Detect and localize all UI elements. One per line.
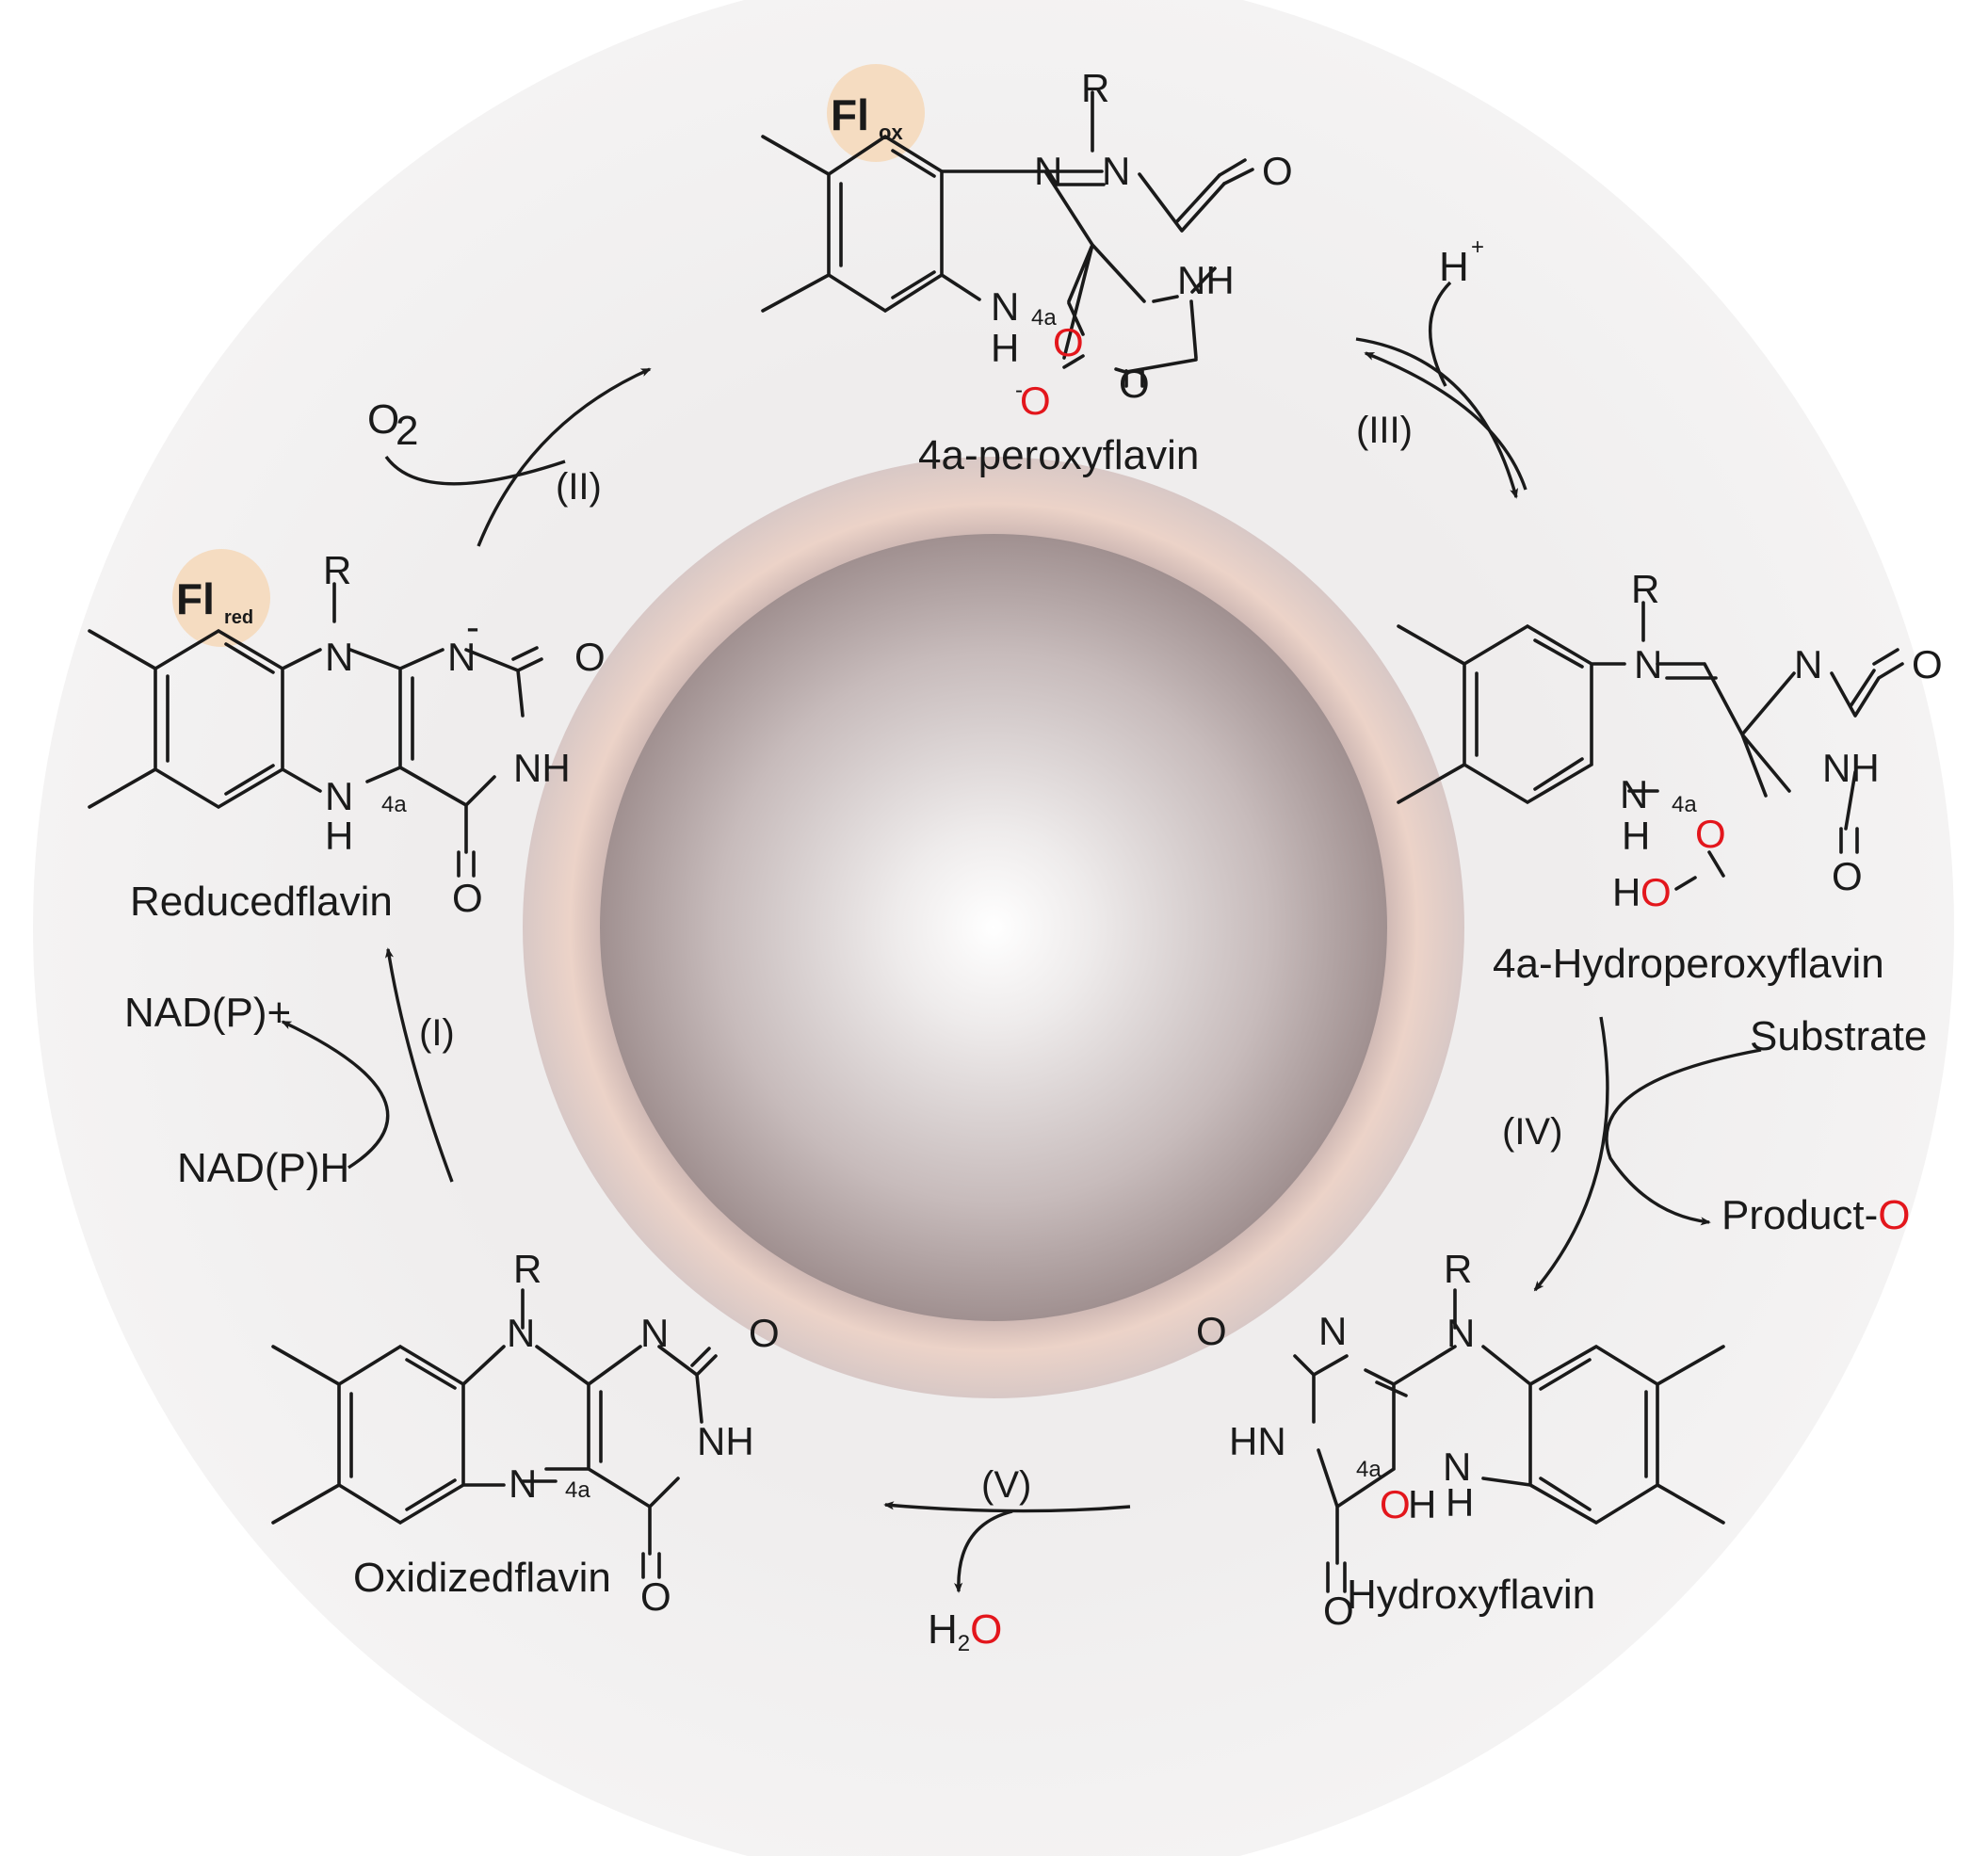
svg-text:4a: 4a	[1356, 1457, 1382, 1482]
label-4a-hydroperoxyflavin: 4a-Hydroperoxyflavin	[1493, 941, 1884, 987]
step-v-arrows	[883, 1501, 1131, 1593]
label-o2: O	[367, 396, 399, 443]
svg-text:R: R	[1444, 1247, 1472, 1291]
svg-text:H: H	[1622, 814, 1650, 858]
svg-text:H: H	[991, 326, 1019, 370]
structure-hydroxyflavin: N N O HN O N H R 4a O H	[1196, 1247, 1725, 1633]
svg-text:R: R	[323, 548, 351, 592]
svg-text:O: O	[574, 635, 606, 679]
step-ii-arrows	[384, 367, 652, 547]
label-4a-peroxyflavin: 4a-peroxyflavin	[918, 432, 1199, 478]
label-oxidized-flavin: Oxidizedflavin	[353, 1555, 611, 1601]
label-step-i: (I)	[419, 1012, 455, 1054]
svg-text:O: O	[1912, 642, 1943, 686]
svg-text:4a: 4a	[565, 1477, 590, 1503]
svg-text:HN: HN	[1229, 1419, 1286, 1463]
svg-text:Fl: Fl	[176, 574, 215, 623]
svg-text:O: O	[749, 1311, 780, 1355]
label-h-plus: H	[1439, 244, 1469, 290]
svg-text:N: N	[325, 635, 353, 679]
svg-text:H: H	[1446, 1480, 1474, 1525]
svg-text:N: N	[507, 1311, 535, 1355]
svg-text:4a: 4a	[381, 792, 407, 817]
svg-text:Fl: Fl	[831, 90, 869, 139]
svg-text:O: O	[1695, 812, 1726, 856]
svg-text:N: N	[1443, 1444, 1471, 1489]
badge-fl-ox: Fl ox	[827, 64, 925, 162]
svg-text:H: H	[1612, 870, 1641, 914]
label-o2-subscript: 2	[396, 408, 418, 454]
svg-text:4a: 4a	[1031, 305, 1057, 331]
step-iv-arrows	[1533, 1016, 1762, 1292]
svg-text:N: N	[1318, 1309, 1347, 1353]
svg-text:-: -	[1015, 378, 1023, 403]
svg-text:O: O	[1380, 1482, 1411, 1526]
label-step-iv: (IV)	[1502, 1111, 1562, 1153]
step-i-arrows	[281, 947, 454, 1183]
svg-text:O: O	[1020, 379, 1051, 423]
svg-text:N: N	[991, 284, 1019, 329]
svg-text:O: O	[1832, 854, 1863, 898]
svg-text:NH: NH	[697, 1419, 754, 1463]
svg-text:N: N	[640, 1311, 669, 1355]
structure-reduced-flavin: N N - O NH O N H R 4a	[88, 548, 606, 920]
central-sphere	[600, 534, 1387, 1321]
label-reduced-flavin: Reducedflavin	[130, 879, 393, 925]
svg-text:O: O	[1053, 320, 1084, 364]
label-product: Product-O	[1721, 1192, 1911, 1238]
svg-text:R: R	[1631, 567, 1659, 611]
svg-text:O: O	[452, 876, 483, 920]
badge-fl-red: Fl red	[172, 549, 270, 647]
svg-text:R: R	[513, 1247, 541, 1291]
svg-text:NH: NH	[1822, 746, 1880, 790]
svg-text:O: O	[1262, 149, 1293, 193]
svg-text:N: N	[1102, 149, 1130, 193]
label-hydroxyflavin: Hydroxyflavin	[1347, 1572, 1595, 1618]
svg-text:red: red	[224, 607, 253, 628]
label-step-v: (V)	[981, 1464, 1031, 1506]
svg-text:N: N	[325, 774, 353, 818]
svg-text:R: R	[1081, 66, 1109, 110]
label-h-plus-superscript: +	[1471, 234, 1484, 260]
svg-text:-: -	[466, 605, 479, 649]
svg-text:NH: NH	[1177, 258, 1235, 302]
svg-text:H: H	[1408, 1482, 1436, 1526]
label-nadph: NAD(P)H	[177, 1145, 349, 1191]
svg-text:N: N	[509, 1461, 537, 1506]
svg-text:N: N	[1620, 772, 1648, 816]
label-water: H2O	[928, 1606, 1002, 1656]
svg-text:N: N	[1634, 642, 1662, 686]
label-nadp-plus: NAD(P)+	[124, 990, 291, 1036]
svg-text:N: N	[1794, 642, 1822, 686]
svg-text:H: H	[325, 814, 353, 858]
svg-text:4a: 4a	[1672, 792, 1697, 817]
structure-4a-hydroperoxyflavin: N N H N O NH O R 4a O H O	[1397, 567, 1943, 914]
structure-oxidized-flavin: N N O NH O N R 4a	[271, 1247, 780, 1619]
svg-text:O: O	[640, 1574, 671, 1619]
svg-text:N: N	[1034, 149, 1062, 193]
svg-text:N: N	[447, 635, 476, 679]
structure-4a-peroxyflavin: N N H N O NH O R 4a O O -	[761, 66, 1293, 423]
label-step-ii: (II)	[556, 466, 602, 508]
svg-text:O: O	[1119, 362, 1150, 406]
svg-text:O: O	[1641, 870, 1672, 914]
svg-text:NH: NH	[513, 746, 571, 790]
svg-text:N: N	[1447, 1311, 1475, 1355]
svg-text:O: O	[1323, 1589, 1354, 1633]
label-substrate: Substrate	[1750, 1013, 1927, 1059]
step-iii-arrows	[1355, 281, 1527, 499]
svg-text:O: O	[1196, 1309, 1227, 1353]
label-step-iii: (III)	[1356, 410, 1413, 451]
